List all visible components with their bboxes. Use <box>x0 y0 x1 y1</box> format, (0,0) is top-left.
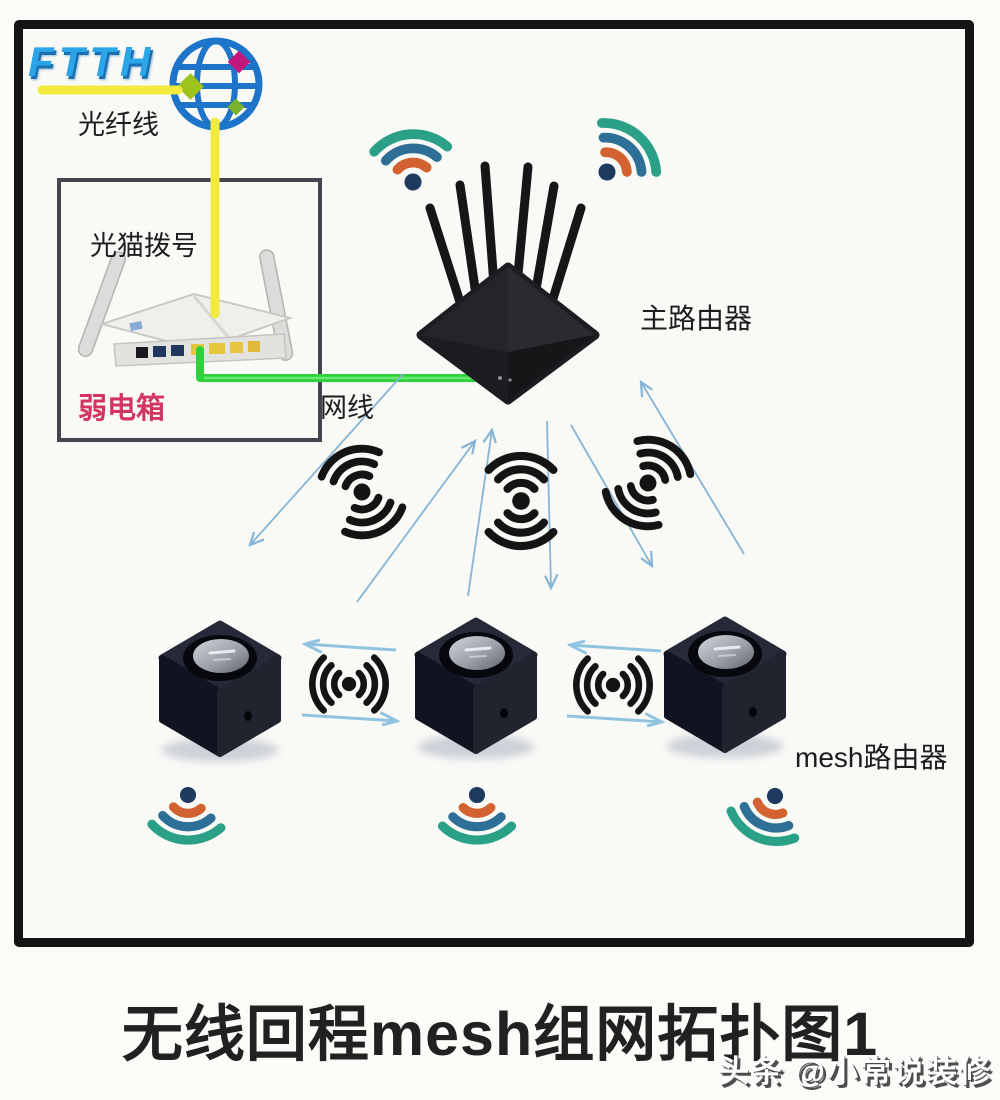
signal-icon-right <box>599 430 698 537</box>
weak-box-label: 弱电箱 <box>78 393 166 425</box>
modem-right-antenna <box>259 249 294 361</box>
modem-logo <box>129 320 143 332</box>
globe-diamond-green <box>177 73 204 100</box>
diagram-title: 无线回程mesh组网拓扑图1 <box>121 1000 879 1068</box>
lan-cable-label: 网线 <box>320 393 374 423</box>
diagram-frame <box>14 20 974 947</box>
main-router-body <box>416 262 600 405</box>
wifi-icon-mesh-3 <box>726 775 810 851</box>
modem-label: 光猫拨号 <box>90 231 198 261</box>
signal-icon-middle <box>489 456 554 546</box>
fiber-line-label: 光纤线 <box>78 110 159 140</box>
mesh-link-arrows <box>302 644 662 722</box>
mesh-link-signal-icon-2 <box>576 659 649 712</box>
modem-left-antenna <box>78 251 127 358</box>
mesh-router-label: mesh路由器 <box>795 742 948 773</box>
wifi-icon-main-left <box>373 132 450 193</box>
wifi-icon-mesh-2 <box>443 787 512 840</box>
main-router <box>416 161 600 405</box>
watermark: 头条 @小常说装修 <box>718 1054 992 1089</box>
main-router-antennas <box>425 161 586 307</box>
optical-modem <box>78 249 294 367</box>
mesh-link-signal-icon-1 <box>312 658 385 711</box>
weak-electric-box-outline <box>57 178 322 442</box>
wifi-icon-main-right <box>574 112 666 203</box>
main-router-label: 主路由器 <box>640 303 753 334</box>
wifi-icon-mesh-1 <box>151 785 223 842</box>
ftth-logo: FTTH <box>28 38 156 85</box>
